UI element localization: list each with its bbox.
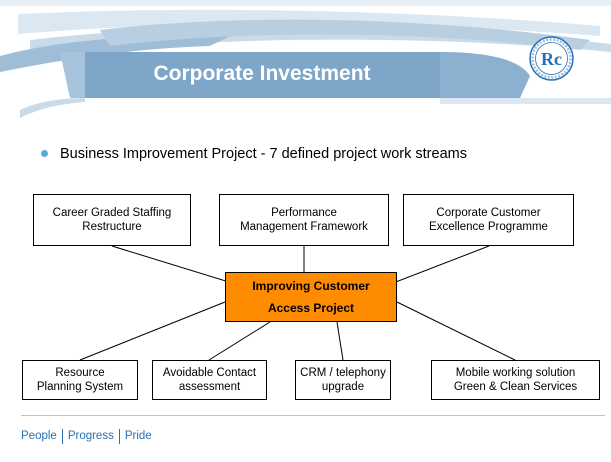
- box-line: Mobile working solution: [455, 367, 576, 379]
- box-line: Career Graded Staffing: [52, 207, 172, 219]
- box-line: Avoidable Contact: [162, 367, 257, 379]
- footer-divider: [21, 415, 605, 416]
- box-avoidable-contact: Avoidable Contact assessment: [152, 360, 267, 400]
- slide-title: Corporate Investment: [153, 62, 371, 85]
- footer-tagline: People Progress Pride: [21, 428, 152, 444]
- hub-line: Improving Customer: [252, 279, 370, 293]
- box-crm-telephony: CRM / telephony upgrade: [295, 360, 391, 400]
- box-line: CRM / telephony: [300, 367, 386, 379]
- box-line: Planning System: [36, 381, 124, 393]
- footer-item-pride: Pride: [124, 430, 152, 442]
- box-line: Management Framework: [240, 221, 368, 233]
- bullet-point-icon: [41, 150, 48, 157]
- box-line: upgrade: [321, 381, 365, 393]
- footer-item-people: People: [21, 430, 57, 442]
- box-line: Excellence Programme: [429, 221, 548, 233]
- logo-letters: Rc: [541, 49, 562, 69]
- box-line: Corporate Customer: [436, 207, 541, 219]
- connector-bottom-4: [396, 301, 516, 361]
- hub-line: Access Project: [267, 301, 355, 315]
- connector-bottom-2: [208, 321, 271, 361]
- box-line: Performance: [271, 207, 337, 219]
- connector-bottom-3: [336, 321, 344, 361]
- header-decoration: [0, 0, 611, 118]
- box-line: Green & Clean Services: [453, 381, 578, 393]
- council-logo-icon: Rc: [529, 36, 574, 81]
- footer-separator: [118, 428, 120, 444]
- hub-improving-customer-access: Improving Customer Access Project: [225, 272, 397, 322]
- box-line: Resource: [55, 367, 105, 379]
- footer-item-progress: Progress: [67, 430, 114, 442]
- bullet-text: Business Improvement Project - 7 defined…: [60, 146, 467, 162]
- box-line: Restructure: [82, 221, 142, 233]
- box-line: assessment: [178, 381, 241, 393]
- footer-separator: [61, 428, 63, 444]
- connector-bottom-1: [79, 301, 226, 361]
